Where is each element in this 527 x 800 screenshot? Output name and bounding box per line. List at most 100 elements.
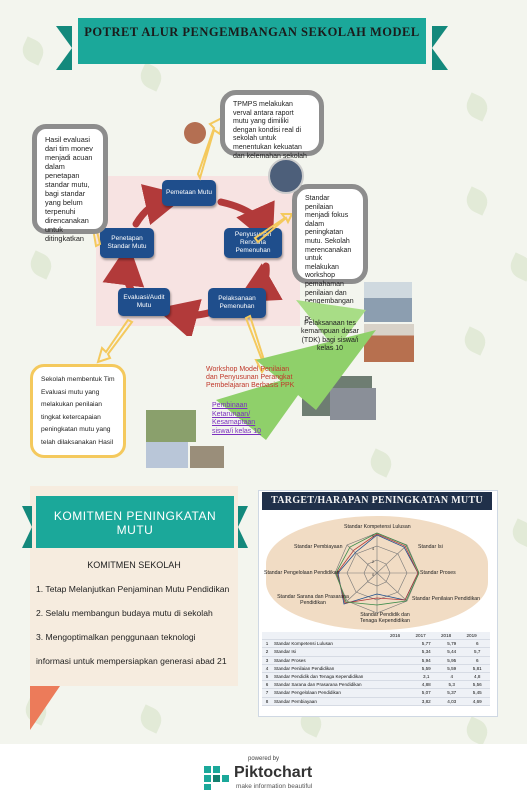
table-cell [388, 672, 414, 682]
table-cell: 4,8 [464, 672, 490, 682]
table-cell: 4,03 [439, 697, 465, 706]
note-tim-evaluasi: Sekolah membentuk Tim Evaluasi mutu yang… [30, 364, 126, 458]
komitmen-item: 1. Tetap Melanjutkan Penjaminan Mutu Pen… [36, 584, 230, 594]
table-header: 2016 [388, 632, 414, 641]
table-cell: 5,56 [464, 680, 490, 690]
note-standar-penilaian: Standar penilaian menjadi fokus dalam pe… [292, 184, 368, 322]
note-tes-kemampuan: Pelaksanaan tes kemampuan dasar (TDK) ba… [301, 320, 359, 353]
table-header: 2019 [464, 632, 490, 641]
table-cell: 6 [464, 639, 490, 649]
table-cell: 4,69 [464, 697, 490, 706]
table-cell: 5,77 [413, 639, 439, 649]
komitmen-banner: KOMITMEN PENINGKATAN MUTU [22, 496, 248, 548]
photo-pembinaan-2 [146, 442, 188, 468]
table-header-row: 2016 2017 2018 2019 [262, 632, 490, 641]
radar-label: Standar Pembiayaan [294, 544, 343, 550]
table-cell: 5,44 [439, 647, 465, 657]
table-cell: 5,95 [439, 656, 465, 665]
node-evaluasi-audit: Evaluasi/Audit Mutu [118, 288, 170, 316]
node-pelaksanaan-pemenuhan: Pelaksanaan Pemenuhan [208, 288, 266, 318]
leaf-decoration [462, 716, 492, 746]
table-cell: Standar Proses [272, 656, 388, 665]
footer [0, 744, 527, 800]
node-pemetaan-mutu: Pemetaan Mutu [162, 180, 216, 206]
table-cell: Standar Pendidik dan Tenaga Kependidikan [272, 672, 388, 682]
table-cell: Standar Pembiayaan [272, 697, 388, 706]
table-cell: 5,81 [464, 664, 490, 673]
radar-tick: 6 [372, 533, 375, 538]
table-cell [388, 639, 414, 649]
radar-label: Standar Proses [420, 570, 456, 576]
radar-tick: 4 [372, 546, 375, 551]
table-cell: 4 [439, 672, 465, 682]
table-cell: Standar Kompetensi Lulusan [272, 639, 388, 649]
photo-pembinaan-3 [190, 446, 224, 468]
table-cell: 5,07 [413, 688, 439, 698]
komitmen-item: 2. Selalu membangun budaya mutu di sekol… [36, 608, 213, 618]
table-cell: 5,37 [439, 688, 465, 698]
table-cell [388, 680, 414, 690]
table-cell: 8 [262, 697, 272, 706]
table-cell: 5,45 [464, 688, 490, 698]
brand-tagline: make information beautiful [236, 783, 313, 790]
corner-triangle [30, 686, 60, 730]
table-header: 2018 [439, 632, 465, 641]
photo-meeting-2 [268, 158, 304, 194]
table-cell [388, 647, 414, 657]
table-cell: Standar Isi [272, 647, 388, 657]
table-cell: 5,59 [413, 664, 439, 673]
komitmen-item: informasi untuk mempersiapkan generasi a… [36, 656, 227, 666]
photo-beach-2 [364, 324, 414, 362]
radar-label: Standar Isi [418, 544, 443, 550]
note-pembinaan: Pembinaan Ketarunaan/ Kesamaptaan siswa/… [212, 402, 262, 435]
komitmen-item: 3. Mengoptimalkan penggunaan teknologi [36, 632, 196, 642]
leaf-decoration [508, 518, 527, 548]
komitmen-heading: KOMITMEN SEKOLAH [87, 560, 181, 570]
radar-chart: 6 4 2 0 [334, 532, 420, 614]
table-cell [388, 688, 414, 698]
table-cell: 3 [262, 656, 272, 665]
photo-meeting-1 [184, 122, 206, 144]
table-cell: 5,34 [413, 647, 439, 657]
table-cell [388, 697, 414, 706]
table-cell: 2 [262, 647, 272, 657]
table-cell: Standar Sarana dan Prasarana Pendidikan [272, 680, 388, 690]
table-cell: Standar Pengelolaan Pendidikan [272, 688, 388, 698]
table-header [262, 632, 272, 641]
table-cell: 1 [262, 639, 272, 649]
target-title: TARGET/HARAPAN PENINGKATAN MUTU [262, 492, 492, 510]
radar-label: Standar Pengelolaan Pendidikan [264, 570, 340, 576]
table-cell [388, 664, 414, 673]
table-cell: 5,79 [439, 639, 465, 649]
table-cell: 5,3 [439, 680, 465, 690]
green-shapes [216, 300, 376, 440]
photo-workshop-2 [330, 388, 376, 420]
photo-pembinaan-1 [146, 410, 196, 442]
note-hasil-evaluasi: Hasil evaluasi dari tim monev menjadi ac… [32, 124, 108, 243]
page-title: POTRET ALUR PENGEMBANGAN SEKOLAH MODEL [56, 18, 448, 70]
table-cell: Standar Penilaian Pendidikan [272, 664, 388, 673]
table-cell: 4,88 [413, 680, 439, 690]
table-cell: 5 [262, 672, 272, 682]
radar-label: Standar Penilaian Pendidikan [412, 596, 481, 602]
radar-label: Standar Sarana dan Prasarana Pendidikan [277, 594, 349, 606]
table-header [272, 632, 388, 641]
note-tpmps: TPMPS melakukan verval antara raport mut… [220, 90, 324, 160]
radar-tick: 0 [372, 572, 375, 577]
table-cell: 6 [464, 656, 490, 665]
table-cell: 5,59 [439, 664, 465, 673]
table-cell: 5,7 [464, 647, 490, 657]
radar-tick: 2 [372, 559, 375, 564]
table-cell: 3,1 [413, 672, 439, 682]
node-penyusunan-rencana: Penyusunan Rencana Pemenuhan [224, 228, 282, 258]
leaf-decoration [136, 704, 166, 734]
radar-label: Standar Kompetensi Lulusan [344, 524, 411, 530]
